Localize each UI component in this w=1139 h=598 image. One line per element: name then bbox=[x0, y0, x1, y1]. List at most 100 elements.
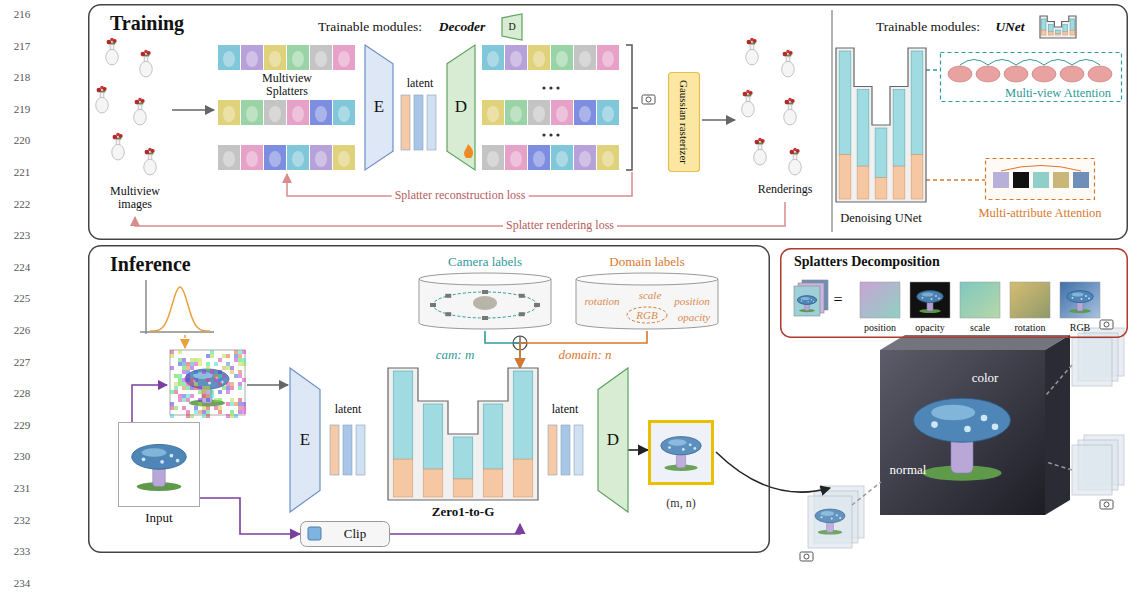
encoder-shape bbox=[290, 368, 320, 512]
view-frame bbox=[1072, 445, 1112, 495]
noise-pixel bbox=[238, 370, 242, 374]
noise-pixel bbox=[214, 362, 218, 366]
splatter-silhouette bbox=[246, 51, 258, 67]
selected-domain bbox=[627, 307, 667, 323]
vase-figure bbox=[789, 148, 801, 175]
vase-body bbox=[112, 144, 124, 160]
output-arrow bbox=[716, 452, 830, 492]
view-thumbnail bbox=[1004, 66, 1028, 82]
noise-pixel bbox=[242, 358, 246, 362]
noise-pixel bbox=[222, 354, 226, 358]
camera-lens bbox=[1104, 322, 1109, 327]
view-thumbnail bbox=[976, 66, 1000, 82]
noise-pixel bbox=[206, 354, 210, 358]
noise-pixel bbox=[186, 378, 190, 382]
node-text: Domain labels bbox=[609, 255, 684, 270]
splatter-silhouette bbox=[223, 151, 235, 167]
noise-pixel bbox=[174, 382, 178, 386]
camera-icon bbox=[1100, 500, 1113, 509]
noise-pixel bbox=[194, 358, 198, 362]
mushroom-cap bbox=[661, 437, 701, 455]
feature-bar bbox=[453, 437, 473, 479]
node-subtext: scale bbox=[970, 322, 990, 334]
node-text: Clip bbox=[344, 527, 366, 542]
noise-pixel bbox=[190, 362, 194, 366]
noise-pixel bbox=[186, 382, 190, 386]
cap-spot bbox=[964, 426, 971, 433]
splatter-tile bbox=[482, 45, 504, 70]
noise-pixel bbox=[210, 350, 214, 354]
condition-label: cam: m bbox=[433, 348, 478, 363]
decoder-block: D bbox=[598, 368, 628, 512]
noise-pixel bbox=[210, 370, 214, 374]
view-ray bbox=[1046, 462, 1072, 470]
unet-outline bbox=[388, 368, 538, 500]
ellipsis-dot bbox=[556, 86, 559, 89]
noise-pixel bbox=[198, 362, 202, 366]
feature-bar bbox=[1070, 19, 1075, 30]
noise-pixel bbox=[186, 398, 190, 402]
connector bbox=[200, 498, 300, 534]
camera-glyph bbox=[482, 316, 488, 320]
splatter-tile bbox=[218, 100, 240, 125]
mushroom-cap bbox=[132, 444, 187, 469]
line-number: 219 bbox=[14, 103, 31, 115]
vase-figure bbox=[784, 98, 796, 125]
ellipsis-dot bbox=[556, 133, 559, 136]
bracket-tick bbox=[632, 107, 638, 109]
loss-label: Splatter rendering loss bbox=[503, 219, 617, 232]
vase-body bbox=[134, 109, 146, 125]
noise-pixel bbox=[194, 386, 198, 390]
cap-spot bbox=[931, 421, 938, 428]
connector bbox=[390, 524, 520, 534]
attribute-map bbox=[1060, 282, 1100, 318]
splatter-silhouette bbox=[269, 51, 281, 67]
noise-pixel bbox=[194, 410, 198, 414]
mushroom-figure bbox=[797, 296, 816, 313]
inference-panel: InferenceCamera labelsDomain labelsrotat… bbox=[88, 245, 770, 553]
cap-highlight bbox=[142, 448, 167, 457]
sample-arrow bbox=[184, 335, 186, 348]
noise-pixel bbox=[174, 374, 178, 378]
unet-outline bbox=[836, 48, 926, 202]
attribute-map bbox=[860, 282, 900, 318]
unet-icon bbox=[1040, 16, 1076, 38]
noise-pixel bbox=[234, 374, 238, 378]
cap-highlight bbox=[931, 405, 975, 420]
camera-orbit bbox=[433, 292, 537, 318]
latent-bar bbox=[561, 425, 570, 475]
cube-front bbox=[880, 350, 1045, 515]
noise-pixel bbox=[226, 414, 230, 418]
view-ray bbox=[852, 482, 881, 505]
ellipsis-dot bbox=[542, 86, 545, 89]
noise-pixel bbox=[234, 350, 238, 354]
node-text: D bbox=[508, 21, 515, 33]
noise-pixel bbox=[214, 374, 218, 378]
clip-encoder: Clip bbox=[300, 521, 390, 547]
attribute-bar bbox=[1056, 34, 1061, 36]
splatter-silhouette bbox=[579, 106, 591, 122]
latent-bar bbox=[356, 425, 365, 475]
noise-pixel bbox=[218, 358, 222, 362]
cap-spot bbox=[1085, 295, 1087, 297]
attribute-bar bbox=[1041, 30, 1046, 35]
line-number: 216 bbox=[14, 8, 31, 20]
noise-pixel bbox=[182, 398, 186, 402]
noise-pixel bbox=[214, 378, 218, 382]
cap-spot bbox=[807, 301, 808, 302]
view-frame bbox=[808, 496, 852, 548]
camera-icon bbox=[1100, 320, 1113, 329]
noise-pixel bbox=[222, 366, 226, 370]
attribute-thumbnail bbox=[1013, 172, 1029, 188]
node-text: Denoising UNet bbox=[840, 211, 922, 225]
cap-spot bbox=[1081, 298, 1083, 300]
noise-pixel bbox=[206, 394, 210, 398]
noise-pixel bbox=[230, 366, 234, 370]
noise-pixel bbox=[210, 394, 214, 398]
vase-figure bbox=[134, 98, 146, 125]
training-panel-shape bbox=[88, 4, 1128, 240]
vase-figure bbox=[754, 138, 766, 165]
node-text: E bbox=[374, 97, 384, 117]
splatter-silhouette bbox=[315, 151, 327, 167]
decoder-icon: D bbox=[502, 14, 522, 40]
